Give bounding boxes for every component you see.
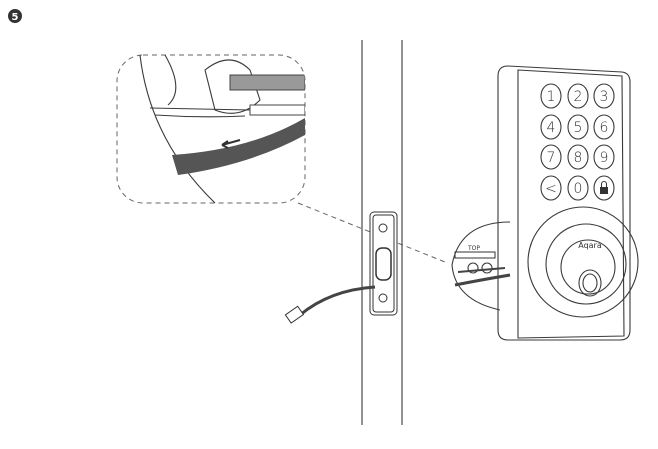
step-badge: 5: [8, 9, 22, 23]
key-6: 6: [593, 114, 615, 140]
key-8: 8: [567, 144, 589, 170]
key-1: 1: [540, 83, 562, 109]
svg-text:5: 5: [12, 12, 19, 23]
door-edge: [284, 40, 403, 425]
key-label: 1: [547, 89, 556, 105]
key-label: 4: [547, 120, 556, 136]
cable-connector: [284, 305, 305, 324]
key-back: <: [540, 175, 562, 201]
detail-callout: [116, 54, 446, 263]
key-4: 4: [540, 114, 562, 140]
key-label: 3: [600, 89, 609, 105]
key-label: <: [545, 181, 557, 197]
key-0: 0: [567, 175, 589, 201]
key-label: 5: [574, 120, 583, 136]
padlock-icon: [600, 187, 608, 194]
key-label: 0: [574, 181, 583, 197]
key-5: 5: [567, 114, 589, 140]
key-9: 9: [593, 144, 615, 170]
key-label: 7: [547, 150, 556, 166]
pull-arrow-icon: [221, 139, 241, 149]
key-label: 8: [574, 150, 583, 166]
key-label: 6: [600, 120, 609, 136]
door-cable: [299, 285, 376, 317]
top-label: TOP: [467, 245, 480, 252]
key-label: 9: [600, 150, 609, 166]
key-3: 3: [593, 83, 615, 109]
brand-logo: Aqara: [578, 241, 602, 250]
smart-lock: 1 2 3 4 5 6 7 8 9 <0 Aqara TOP: [451, 65, 639, 341]
cable: [172, 118, 305, 175]
key-2: 2: [567, 83, 589, 109]
key-label: 2: [574, 89, 583, 105]
key-7: 7: [540, 144, 562, 170]
key-lock: [593, 175, 615, 201]
